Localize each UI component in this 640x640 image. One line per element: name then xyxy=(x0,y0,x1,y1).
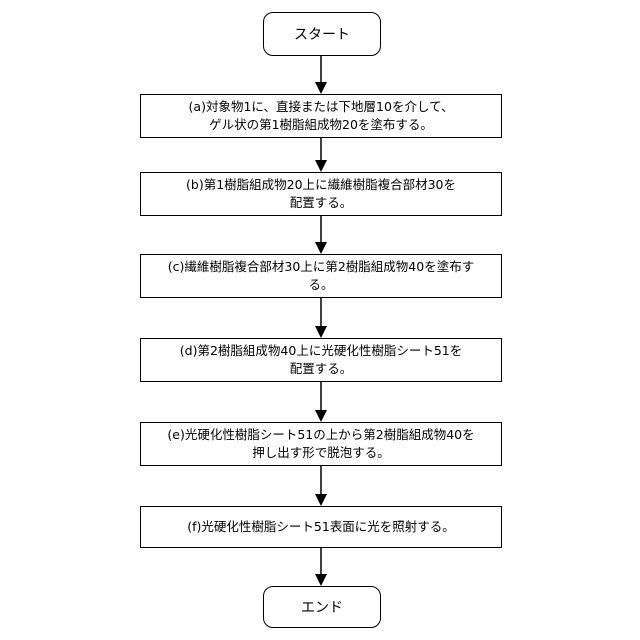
step-a-line2: ゲル状の第1樹脂組成物20を塗布する。 xyxy=(189,116,454,134)
step-a-line1: (a)対象物1に、直接または下地層10を介して、 xyxy=(189,98,454,116)
flow-arrow xyxy=(311,56,331,94)
step-c-box: (c)繊維樹脂複合部材30上に第2樹脂組成物40を塗布す る。 xyxy=(140,254,502,298)
flow-arrow xyxy=(311,298,331,338)
start-terminal: スタート xyxy=(263,12,381,56)
end-terminal: エンド xyxy=(263,586,381,628)
flow-arrow xyxy=(311,548,331,586)
flow-arrow xyxy=(311,216,331,254)
flow-arrow xyxy=(311,466,331,506)
step-d-box: (d)第2樹脂組成物40上に光硬化性樹脂シート51を 配置する。 xyxy=(140,338,502,382)
step-c-line2: る。 xyxy=(168,276,474,294)
flow-arrow xyxy=(311,382,331,422)
step-e-line1: (e)光硬化性樹脂シート51の上から第2樹脂組成物40を xyxy=(167,426,474,444)
step-e-line2: 押し出す形で脱泡する。 xyxy=(167,444,474,462)
step-f-box: (f)光硬化性樹脂シート51表面に光を照射する。 xyxy=(140,506,502,548)
step-f-line1: (f)光硬化性樹脂シート51表面に光を照射する。 xyxy=(187,518,455,536)
step-b-line2: 配置する。 xyxy=(186,194,456,212)
step-e-box: (e)光硬化性樹脂シート51の上から第2樹脂組成物40を 押し出す形で脱泡する。 xyxy=(140,422,502,466)
flow-arrow xyxy=(311,138,331,172)
step-b-line1: (b)第1樹脂組成物20上に繊維樹脂複合部材30を xyxy=(186,176,456,194)
step-b-box: (b)第1樹脂組成物20上に繊維樹脂複合部材30を 配置する。 xyxy=(140,172,502,216)
step-a-box: (a)対象物1に、直接または下地層10を介して、 ゲル状の第1樹脂組成物20を塗… xyxy=(140,94,502,138)
step-d-line1: (d)第2樹脂組成物40上に光硬化性樹脂シート51を xyxy=(180,342,462,360)
step-d-line2: 配置する。 xyxy=(180,360,462,378)
start-label: スタート xyxy=(294,24,350,44)
end-label: エンド xyxy=(301,597,343,617)
step-c-line1: (c)繊維樹脂複合部材30上に第2樹脂組成物40を塗布す xyxy=(168,258,474,276)
